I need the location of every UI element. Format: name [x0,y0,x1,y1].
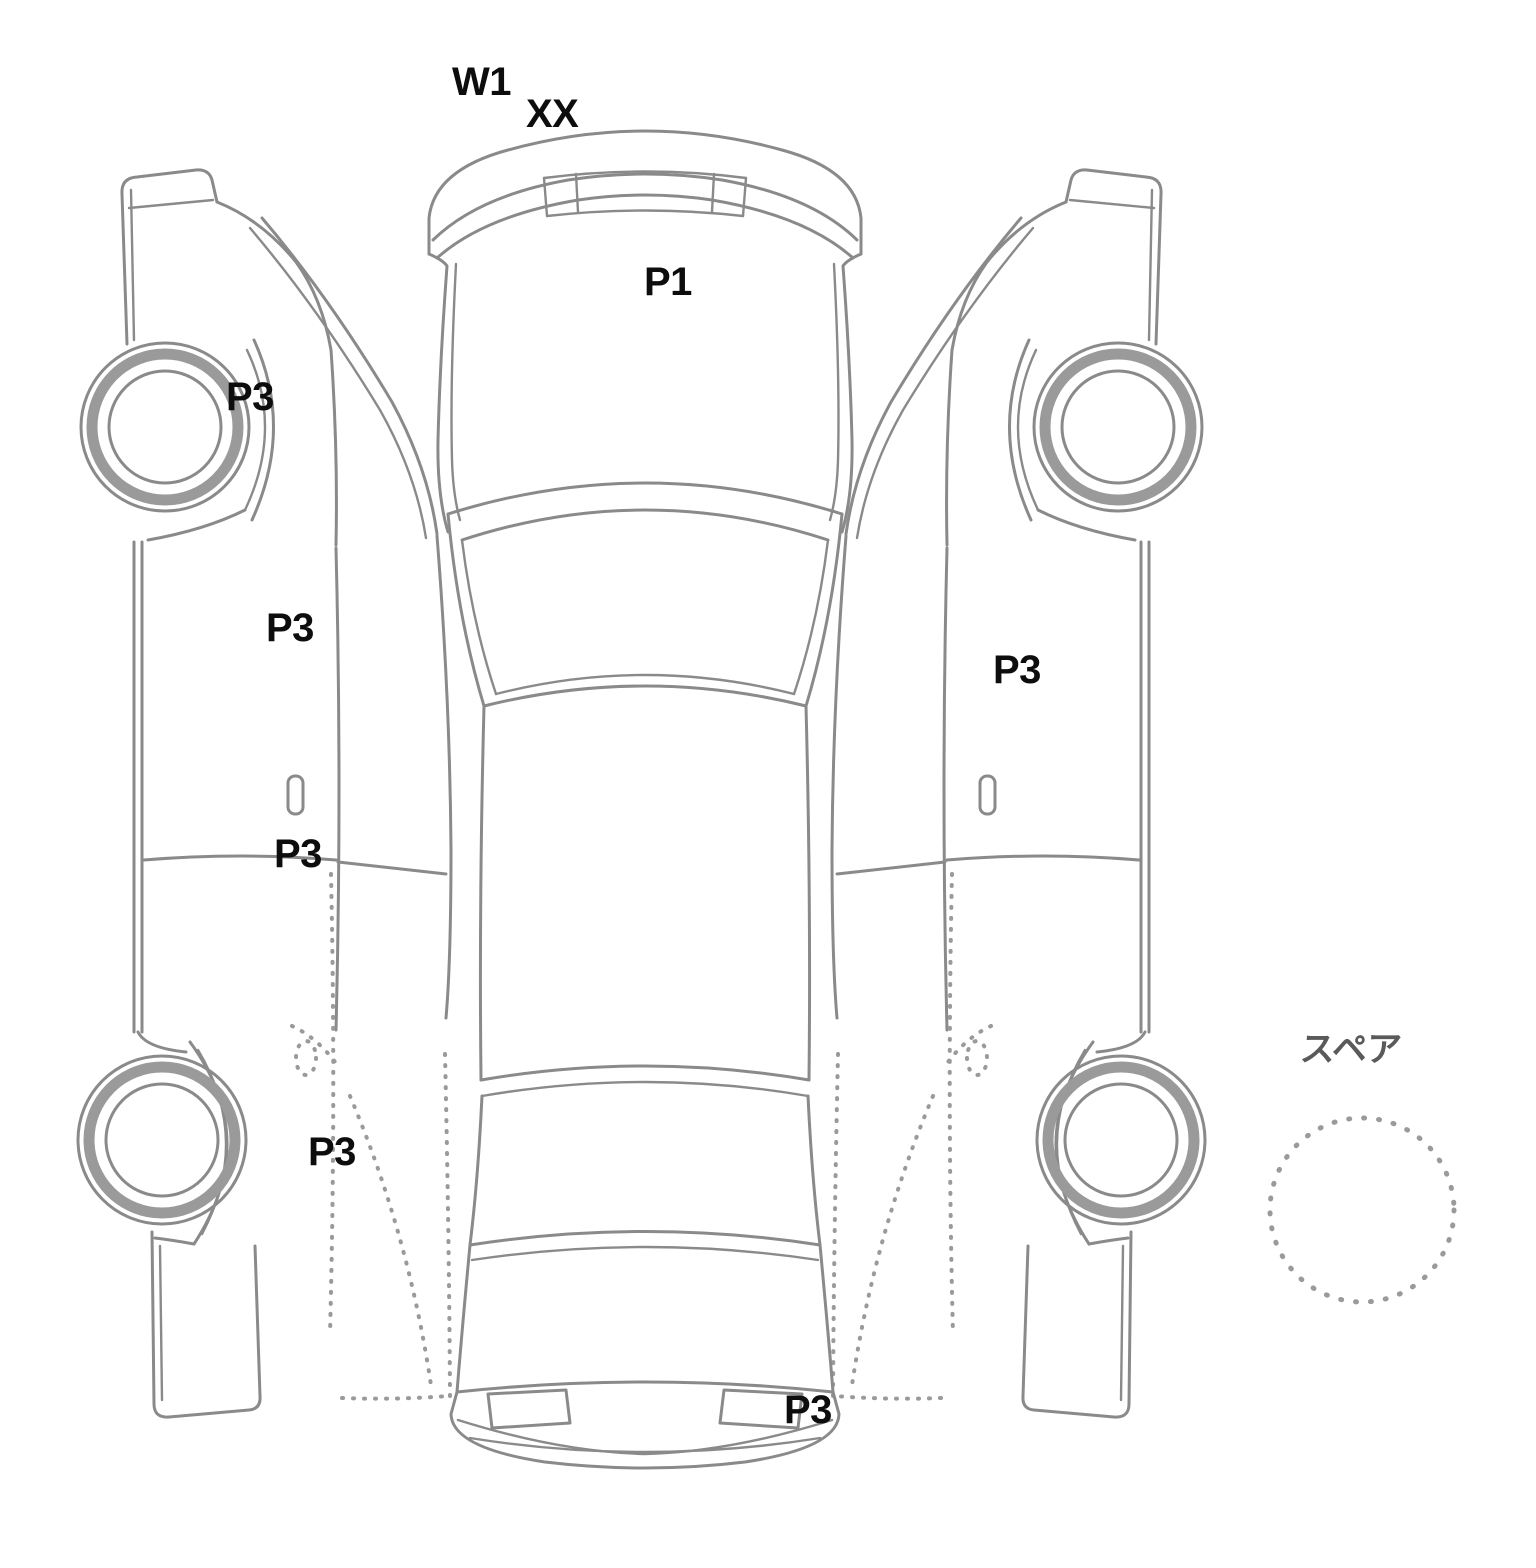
door-handle [286,774,305,816]
hood [427,252,450,534]
side-door-seam [142,854,338,862]
grille-band [542,170,748,218]
side-front-bumper [120,168,219,346]
spare-tire-label: スペア [1298,1030,1403,1069]
rear-window [468,1094,822,1262]
right-side-view [832,170,1205,1417]
side-a-pillar [260,216,439,536]
spare-tire-circle [1267,1115,1457,1305]
damage-label-p3-left-front-door: P3 [266,606,314,650]
dotted-quarter-seam [328,872,336,1336]
damage-label-p3-left-rear-wheel: P3 [308,1130,356,1174]
rear-wheel [76,1054,248,1226]
top-view [427,129,863,1470]
trunk [455,1243,835,1394]
side-roofline [435,534,453,1020]
damage-label-p3-left-rear-door: P3 [274,832,322,876]
side-beltline [334,546,341,1032]
tail-light-left [486,1388,572,1430]
front-wheel [79,341,251,513]
damage-label-p3-left-front-wheel: P3 [226,375,274,419]
side-fender-line [215,200,338,547]
tail-light-right [718,1388,804,1430]
damage-label-xx: XX [526,92,579,136]
side-rear-bumper [150,1230,262,1419]
damage-label-w1: W1 [452,60,512,104]
damage-label-p1-hood: P1 [644,260,692,304]
damage-label-p3-rear-bumper: P3 [784,1388,832,1432]
left-side-view [76,168,453,1419]
front-bumper [427,129,863,256]
windshield [446,481,844,708]
damage-label-p3-right-front-door: P3 [993,648,1041,692]
rear-bumper [449,1390,841,1470]
roof [478,704,812,1098]
